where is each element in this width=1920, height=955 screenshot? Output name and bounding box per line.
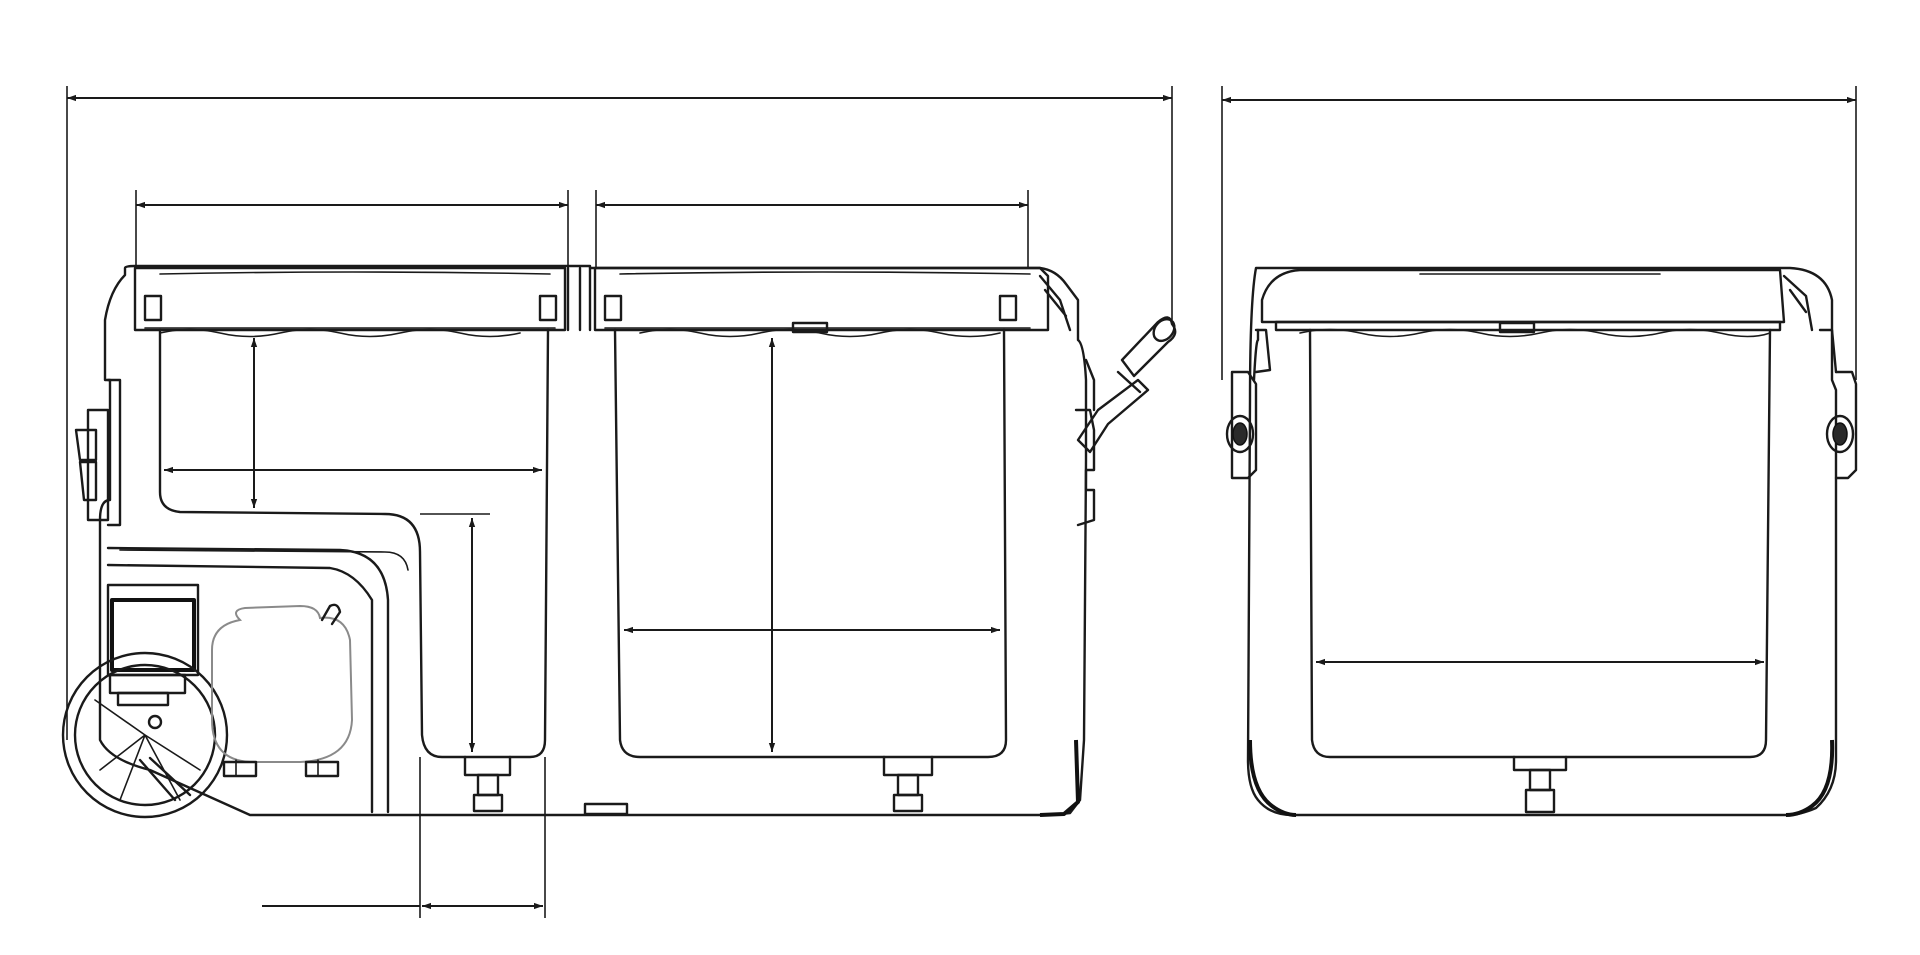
compressor-housing: [106, 546, 390, 814]
side-body-inner-left: [1252, 328, 1260, 382]
step-width-dimension: [262, 757, 546, 918]
right-lid-width-dimension: [595, 190, 1029, 268]
side-body-outline: [1246, 266, 1838, 817]
front-view: [61, 264, 1177, 819]
right-compartment-outline: [613, 328, 1008, 759]
wheel: [61, 651, 229, 819]
overall-length-dimension: [66, 86, 1173, 740]
side-base-edges: [1248, 739, 1835, 817]
tilted-handle: [1076, 316, 1177, 454]
front-body-outline: [98, 264, 1088, 817]
right-drain-plug: [882, 755, 934, 813]
side-lid: [1260, 268, 1814, 338]
left-compartment-outline: [158, 328, 550, 759]
bottom-foot: [583, 802, 629, 816]
overall-depth-dimension: [1221, 86, 1857, 380]
side-left-latch: [1225, 328, 1272, 480]
side-view: [1225, 266, 1858, 817]
side-right-latch: [1818, 328, 1858, 480]
left-step-depth-dimension: [420, 513, 490, 752]
control-box: [106, 583, 200, 707]
dimension-lines: [66, 86, 1857, 918]
left-drain-plug: [463, 755, 512, 813]
compressor: [211, 603, 354, 778]
right-lid: [593, 266, 1072, 338]
side-compartment-outline: [1308, 328, 1772, 759]
side-drain-plug: [1512, 755, 1568, 814]
left-lid: [133, 266, 567, 338]
left-lid-width-dimension: [135, 190, 569, 268]
right-latch: [1074, 358, 1096, 527]
left-compartment-wall: [119, 549, 409, 571]
left-latch: [74, 378, 122, 527]
hinge-divider: [566, 266, 592, 332]
front-base-right-edge: [1039, 739, 1080, 817]
